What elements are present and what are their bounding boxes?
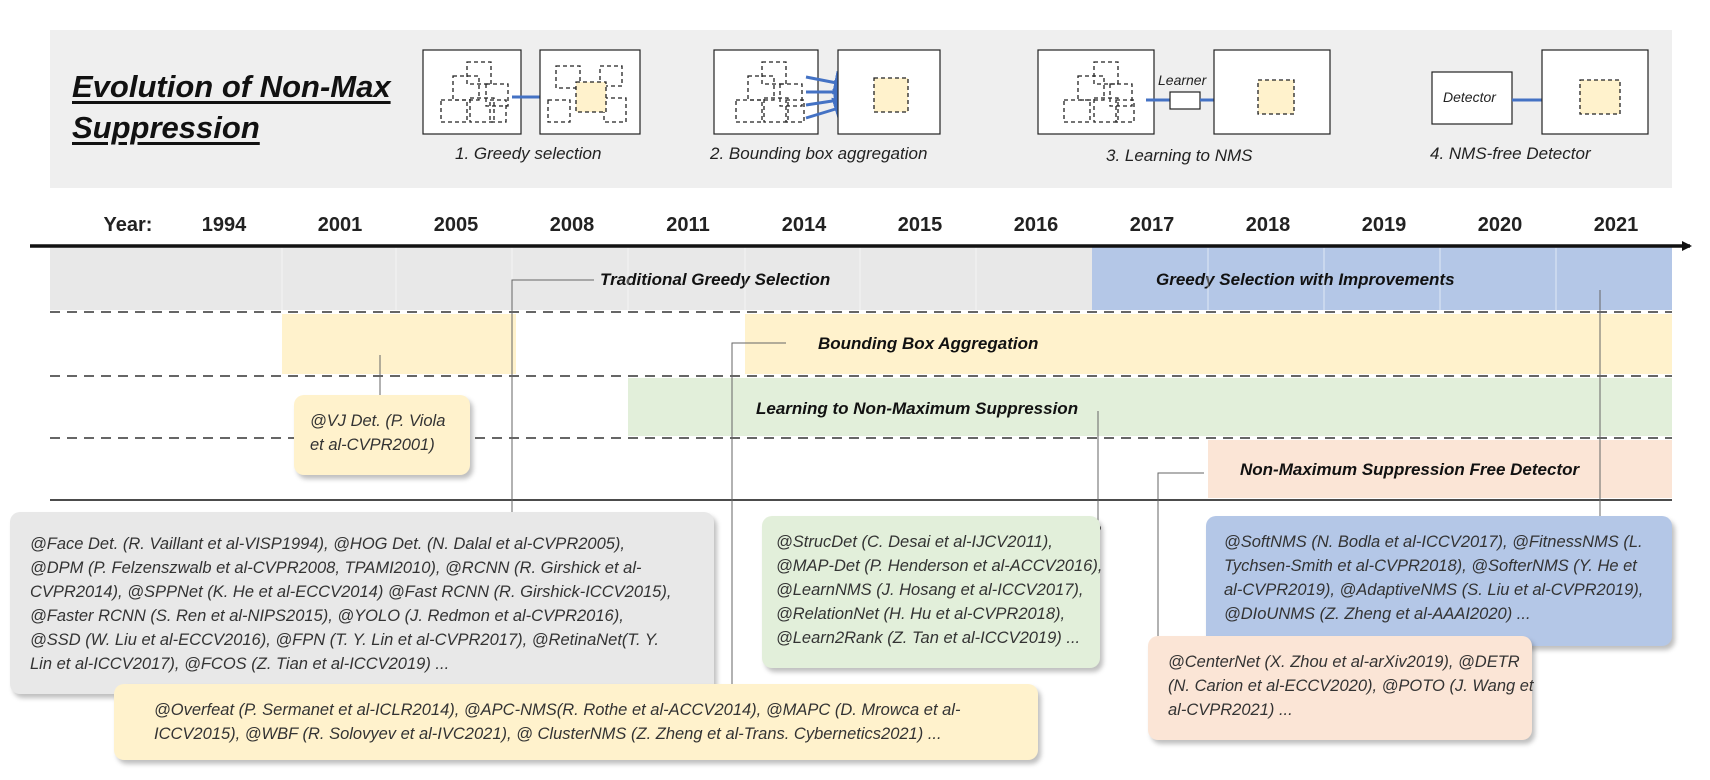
note-line: @Face Det. (R. Vaillant et al-VISP1994),… bbox=[30, 535, 626, 553]
note-line: (N. Carion et al-ECCV2020), @POTO (J. Wa… bbox=[1168, 677, 1534, 695]
method-icon-learning: Learner bbox=[1037, 49, 1331, 135]
year-label: Year: bbox=[103, 214, 153, 236]
detector-label: Detector bbox=[1443, 89, 1497, 105]
note-line: @LearnNMS (J. Hosang et al-ICCV2017), bbox=[776, 581, 1084, 599]
note-line: et al-CVPR2001) bbox=[310, 436, 435, 454]
method-caption-learning: 3. Learning to NMS bbox=[1106, 146, 1253, 165]
method-caption-aggregation: 2. Bounding box aggregation bbox=[710, 144, 928, 163]
note-line: al-CVPR2019), @AdaptiveNMS (S. Liu et al… bbox=[1224, 581, 1644, 599]
year-tick-2016: 2016 bbox=[1013, 214, 1059, 236]
note-line: @RelationNet (H. Hu et al-CVPR2018), bbox=[776, 605, 1066, 623]
page-title: Evolution of Non-Max Suppression bbox=[72, 66, 391, 148]
year-tick-2014: 2014 bbox=[781, 214, 827, 236]
note-line: Tychsen-Smith et al-CVPR2018), @SofterNM… bbox=[1224, 557, 1637, 575]
note-line: ICCV2015), @WBF (R. Solovyev et al-IVC20… bbox=[154, 725, 942, 743]
method-icon-greedy bbox=[422, 49, 641, 135]
year-tick-2017: 2017 bbox=[1129, 214, 1175, 236]
note-line: @SoftNMS (N. Bodla et al-ICCV2017), @Fit… bbox=[1224, 533, 1643, 551]
title-line-2: Suppression bbox=[72, 110, 260, 145]
method-caption-nms-free: 4. NMS-free Detector bbox=[1430, 144, 1591, 163]
band-aggregation bbox=[745, 314, 1672, 374]
method-icon-aggregation bbox=[713, 49, 941, 135]
year-tick-2019: 2019 bbox=[1361, 214, 1407, 236]
note-line: @Overfeat (P. Sermanet et al-ICLR2014), … bbox=[154, 701, 961, 719]
note-line: @DIoUNMS (Z. Zheng et al-AAAI2020) ... bbox=[1224, 605, 1531, 623]
band-aggregation-early bbox=[282, 314, 516, 374]
band-traditional bbox=[50, 246, 1092, 310]
band-label-traditional: Traditional Greedy Selection bbox=[600, 270, 831, 289]
note-greedy-selection: @Face Det. (R. Vaillant et al-VISP1994),… bbox=[10, 512, 714, 694]
note-line: @DPM (P. Felzenszwalb et al-CVPR2008, TP… bbox=[30, 559, 642, 577]
year-tick-2020: 2020 bbox=[1477, 214, 1523, 236]
year-tick-2001: 2001 bbox=[317, 214, 363, 236]
note-line: Lin et al-ICCV2017), @FCOS (Z. Tian et a… bbox=[30, 655, 450, 673]
note-vj-detector: @VJ Det. (P. Viola et al-CVPR2001) bbox=[294, 395, 470, 475]
note-line: @StrucDet (C. Desai et al-IJCV2011), bbox=[776, 533, 1053, 551]
note-line: @SSD (W. Liu et al-ECCV2016), @FPN (T. Y… bbox=[30, 631, 659, 649]
note-line: @MAP-Det (P. Henderson et al-ACCV2016), bbox=[776, 557, 1103, 575]
band-label-learning: Learning to Non-Maximum Suppression bbox=[756, 399, 1079, 418]
note-nms-free: @CenterNet (X. Zhou et al-arXiv2019), @D… bbox=[1148, 636, 1534, 740]
year-tick-1994: 1994 bbox=[201, 214, 247, 236]
year-tick-2008: 2008 bbox=[549, 214, 595, 236]
band-label-nms-free: Non-Maximum Suppression Free Detector bbox=[1240, 460, 1580, 479]
year-tick-2011: 2011 bbox=[666, 214, 710, 236]
method-caption-greedy: 1. Greedy selection bbox=[455, 144, 602, 163]
note-line: @Learn2Rank (Z. Tan et al-ICCV2019) ... bbox=[776, 629, 1081, 647]
band-label-improved: Greedy Selection with Improvements bbox=[1156, 270, 1455, 289]
year-tick-2005: 2005 bbox=[433, 214, 479, 236]
note-line: CVPR2014), @SPPNet (K. He et al-ECCV2014… bbox=[30, 583, 672, 601]
note-bbox-aggregation: @Overfeat (P. Sermanet et al-ICLR2014), … bbox=[114, 684, 1038, 760]
note-learning-nms: @StrucDet (C. Desai et al-IJCV2011), @MA… bbox=[762, 516, 1103, 668]
note-line: al-CVPR2021) ... bbox=[1168, 701, 1293, 719]
band-improved bbox=[1092, 246, 1672, 310]
band-nms-free bbox=[1208, 440, 1672, 498]
year-tick-2021: 2021 bbox=[1593, 214, 1639, 236]
note-line: @Faster RCNN (S. Ren et al-NIPS2015), @Y… bbox=[30, 607, 624, 625]
note-greedy-improvements: @SoftNMS (N. Bodla et al-ICCV2017), @Fit… bbox=[1206, 516, 1672, 646]
note-line: @CenterNet (X. Zhou et al-arXiv2019), @D… bbox=[1168, 653, 1520, 671]
year-tick-2018: 2018 bbox=[1245, 214, 1291, 236]
band-learning bbox=[628, 378, 1672, 436]
title-line-1: Evolution of Non-Max bbox=[72, 69, 391, 104]
year-tick-2015: 2015 bbox=[897, 214, 943, 236]
learner-label: Learner bbox=[1158, 72, 1208, 88]
method-icon-nms-free: Detector bbox=[1431, 49, 1649, 135]
band-label-aggregation: Bounding Box Aggregation bbox=[818, 334, 1039, 353]
note-line: @VJ Det. (P. Viola bbox=[310, 412, 446, 430]
